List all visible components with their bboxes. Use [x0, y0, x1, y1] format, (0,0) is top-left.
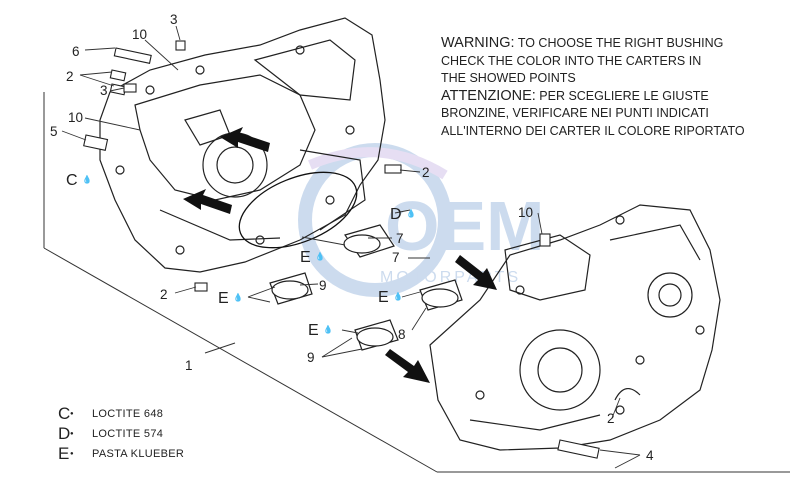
arrow-4 [385, 349, 430, 383]
bushings [269, 224, 463, 351]
legend-text-c: LOCTITE 648 [92, 408, 164, 420]
callout-10-right: 10 [518, 205, 533, 220]
legend-code-c: C [58, 404, 71, 423]
attenzione-line2: BRONZINE, VERIFICARE NEI PUNTI INDICATI [441, 106, 709, 120]
warning-notice: WARNING: TO CHOOSE THE RIGHT BUSHING CHE… [441, 35, 791, 140]
code-e-diagram-1: E [300, 249, 311, 266]
sealant-legend: C●LOCTITE 648 D●LOCTITE 574 E●PASTA KLUE… [58, 404, 184, 464]
code-e-diagram-2: E [218, 290, 229, 307]
code-e-diagram-3: E [378, 289, 389, 306]
dowel-pins [83, 40, 600, 459]
drop-icon: ● [70, 451, 74, 457]
callout-7-a: 7 [396, 231, 404, 246]
legend-code-d: D [58, 424, 71, 443]
callout-numbers: 3 10 6 2 3 10 5 2 7 7 2 9 8 9 1 10 2 4 [50, 12, 654, 463]
warning-line1: TO CHOOSE THE RIGHT BUSHING [514, 36, 724, 50]
code-c-diagram: C [66, 172, 78, 189]
legend-row-d: D● LOCTITE 574 [58, 424, 184, 444]
callout-2-bottom: 2 [160, 287, 168, 302]
callout-6: 6 [72, 44, 80, 59]
code-d-diagram: D [390, 206, 402, 223]
warning-line3: THE SHOWED POINTS [441, 71, 576, 85]
watermark: OEM MOTORPARTS [298, 143, 544, 297]
code-e-diagram-4: E [308, 322, 319, 339]
callout-2-left: 2 [66, 69, 74, 84]
arrow-2 [183, 189, 232, 214]
callout-9-b: 9 [307, 350, 315, 365]
legend-row-e: E● PASTA KLUEBER [58, 444, 184, 464]
callout-2-right: 2 [607, 411, 615, 426]
callout-7-b: 7 [392, 250, 400, 265]
callout-10-top: 10 [132, 27, 147, 42]
legend-code-e: E [58, 444, 70, 463]
svg-text:💧: 💧 [323, 324, 333, 334]
callout-10-left: 10 [68, 110, 83, 125]
svg-text:💧: 💧 [315, 251, 325, 261]
callout-5: 5 [50, 124, 58, 139]
arrow-3 [455, 255, 497, 290]
callout-4: 4 [646, 448, 654, 463]
attenzione-line3: ALL'INTERNO DEI CARTER IL COLORE RIPORTA… [441, 123, 745, 138]
callout-3-left: 3 [100, 83, 108, 98]
indicator-arrows [183, 127, 497, 383]
legend-text-d: LOCTITE 574 [92, 428, 164, 440]
callout-8: 8 [398, 327, 406, 342]
leader-lines [61, 25, 641, 469]
svg-text:💧: 💧 [233, 292, 243, 302]
svg-text:💧: 💧 [393, 291, 403, 301]
callout-9-a: 9 [319, 278, 327, 293]
right-crankcase [429, 204, 721, 451]
svg-text:💧: 💧 [406, 208, 416, 218]
callout-1: 1 [185, 358, 193, 373]
warning-heading: WARNING: [441, 35, 515, 51]
watermark-logo: OEM [385, 187, 544, 265]
legend-row-c: C● LOCTITE 648 [58, 404, 184, 424]
callout-2-mid: 2 [422, 165, 430, 180]
drop-icon: ● [70, 431, 74, 437]
legend-text-e: PASTA KLUEBER [92, 448, 185, 460]
arrow-1 [220, 127, 270, 152]
sealant-codes: C 💧 D 💧 E 💧 E 💧 E 💧 E 💧 [66, 172, 416, 339]
frame-lines [43, 92, 790, 473]
drop-icon: ● [70, 411, 74, 417]
attenzione-heading: ATTENZIONE: [441, 87, 536, 104]
callout-3-top: 3 [170, 12, 178, 27]
warning-line2: CHECK THE COLOR INTO THE CARTERS IN [441, 53, 702, 68]
attenzione-line1: PER SCEGLIERE LE GIUSTE [535, 88, 709, 103]
svg-text:💧: 💧 [82, 174, 92, 184]
